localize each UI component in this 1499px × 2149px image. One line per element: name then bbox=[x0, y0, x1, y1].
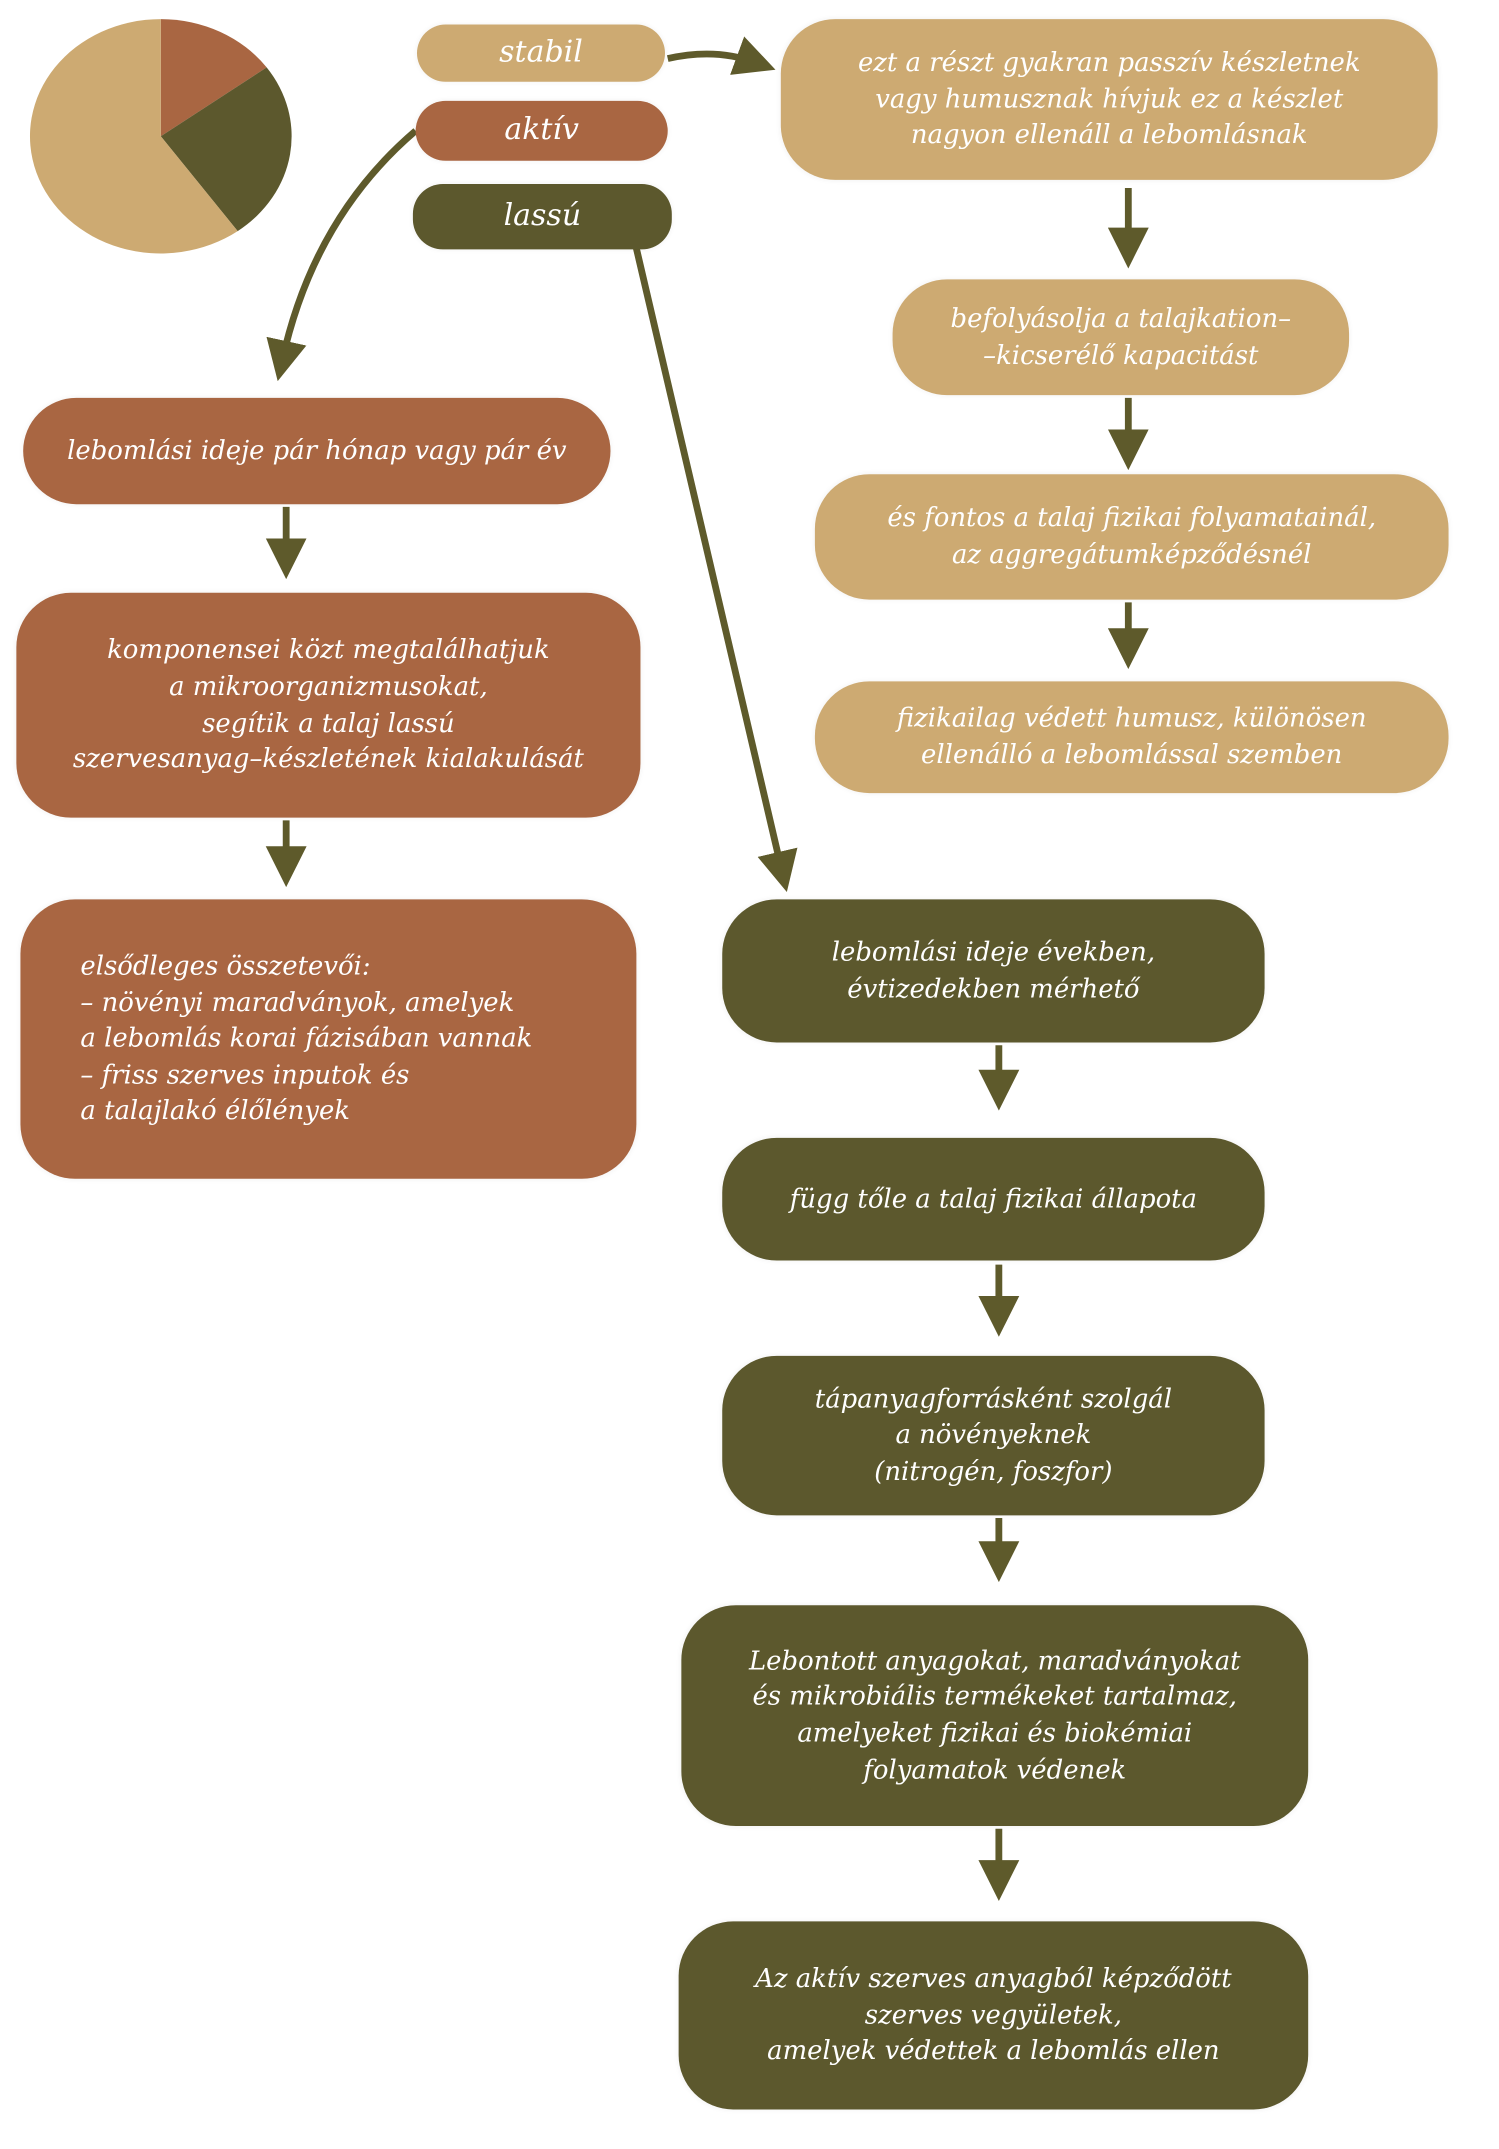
aktiv-step-1: lebomlási ideje pár hónap vagy pár év bbox=[23, 397, 611, 505]
aktiv-step-2: komponensei közt megtalálhatjuk a mikroo… bbox=[16, 592, 641, 818]
lassu-step-3: tápanyagforrásként szolgál a növényeknek… bbox=[722, 1355, 1265, 1516]
pie-slice-stabil bbox=[29, 19, 238, 254]
stabil-step-1: ezt a részt gyakran passzív készletnek v… bbox=[780, 19, 1438, 180]
lassu-step-4: Lebontott anyagokat, maradványokat és mi… bbox=[681, 1605, 1309, 1827]
arrow-lassu bbox=[631, 241, 798, 893]
stabil-step-3: és fontos a talaj fizikai folyamatainál,… bbox=[814, 474, 1449, 600]
lassu-step-2: függ tőle a talaj fizikai állapota bbox=[722, 1137, 1265, 1261]
lassu-step-5: Az aktív szerves anyagból képződött szer… bbox=[678, 1921, 1309, 2110]
arrow-stabil bbox=[666, 36, 776, 75]
category-stabil: stabil bbox=[416, 24, 665, 82]
category-aktiv: aktív bbox=[415, 100, 668, 161]
stabil-step-4: fizikailag védett humusz, különösen elle… bbox=[814, 681, 1449, 794]
arrow-aktiv bbox=[266, 128, 418, 382]
category-lassu: lassú bbox=[412, 183, 672, 250]
stabil-step-2: befolyásolja a talajkation– –kicserélő k… bbox=[892, 279, 1350, 396]
pie-chart bbox=[29, 19, 292, 254]
pie-slice-aktív bbox=[160, 19, 267, 137]
aktiv-step-3: elsődleges összetevői: – növényi maradvá… bbox=[20, 899, 637, 1179]
pie-slice-lassú bbox=[160, 67, 292, 232]
lassu-step-1: lebomlási ideje években, évtizedekben mé… bbox=[722, 899, 1265, 1043]
